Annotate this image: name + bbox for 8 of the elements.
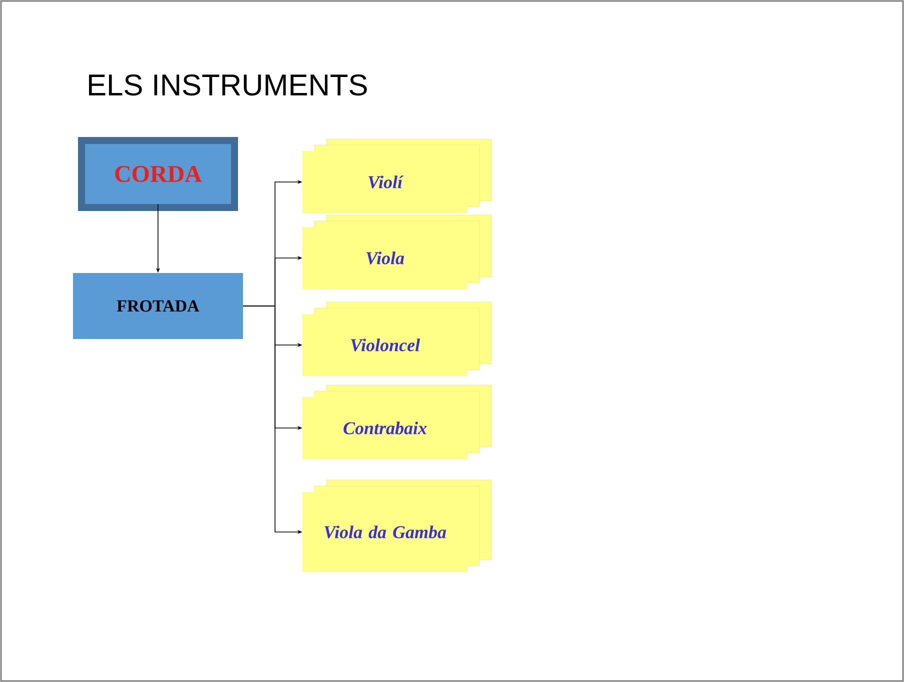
stacked-card: Viola (302, 214, 492, 289)
stacked-card: Contrabaix (302, 384, 492, 459)
stacked-card: Violoncel (302, 302, 492, 376)
bevel-box: CORDA (78, 137, 238, 211)
process-box: FROTADA (73, 272, 243, 339)
stacked-card: Viola da Gamba (302, 480, 492, 572)
stacked-card: Violí (302, 138, 492, 213)
title: ELS INSTRUMENTS (89, 74, 367, 96)
